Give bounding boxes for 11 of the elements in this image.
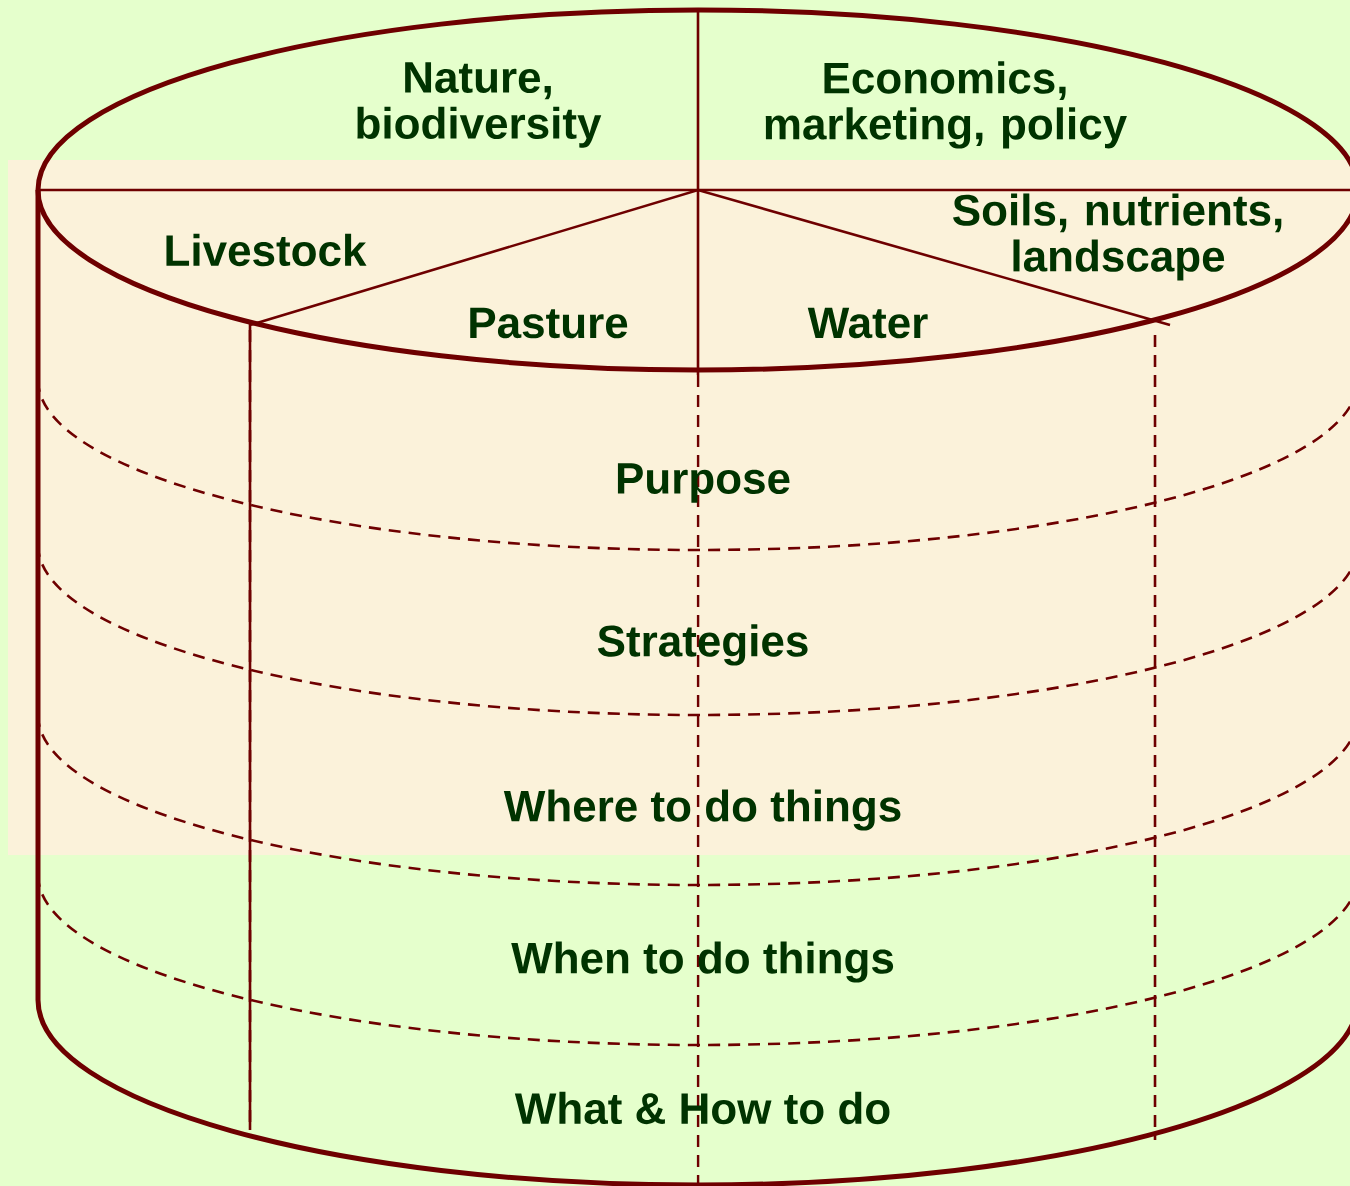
segment-label: Economics, marketing, policy	[765, 61, 1127, 149]
layer-label: When to do things	[511, 941, 894, 983]
layer-label: Purpose	[617, 463, 790, 503]
segment-label: Pasture	[470, 307, 628, 339]
segment-label: Soils, nutrients, landscape	[953, 193, 1282, 281]
layer-label: Strategies	[597, 624, 808, 666]
layer-label: What & How to do	[514, 1091, 890, 1125]
segment-label: Livestock	[166, 233, 367, 267]
layer-label: Where to do things	[503, 789, 901, 831]
segment-label: Water	[807, 307, 928, 339]
segment-label: Nature, biodiversity	[357, 62, 602, 148]
